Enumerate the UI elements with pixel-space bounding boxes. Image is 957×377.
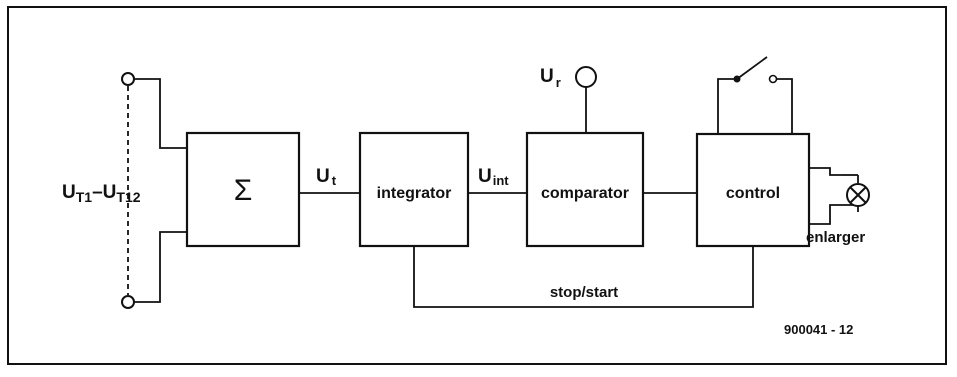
- sum-block: [185, 131, 301, 248]
- switch-arm: [736, 56, 768, 80]
- wire-input-bottom: [134, 231, 187, 303]
- integrator-label: integrator: [377, 185, 452, 202]
- comparator-block: [525, 131, 645, 248]
- input-terminal-top: [121, 72, 135, 86]
- comparator-label: comparator: [541, 185, 629, 202]
- wire-lamp-top: [809, 167, 842, 176]
- ur-source-circle: [575, 66, 597, 88]
- wire-input-top: [134, 78, 187, 149]
- input-terminal-bottom: [121, 295, 135, 309]
- wire-stop-start: [413, 246, 754, 308]
- frame-border: [7, 6, 947, 365]
- sum-symbol: Σ: [234, 174, 253, 207]
- input-label: UT1–UT12: [62, 182, 141, 205]
- switch-contact: [768, 74, 778, 84]
- control-label: control: [726, 185, 780, 202]
- figure-code: 900041 - 12: [784, 322, 853, 337]
- wire-switch-right: [777, 78, 793, 134]
- wire-lamp-bottom: [809, 204, 859, 225]
- wire-switch-left: [717, 78, 735, 134]
- stop-start-label: stop/start: [550, 284, 618, 301]
- enlarger-label: enlarger: [806, 229, 865, 246]
- lamp-cross-2: [849, 186, 867, 204]
- uint-label: Uint: [478, 166, 509, 188]
